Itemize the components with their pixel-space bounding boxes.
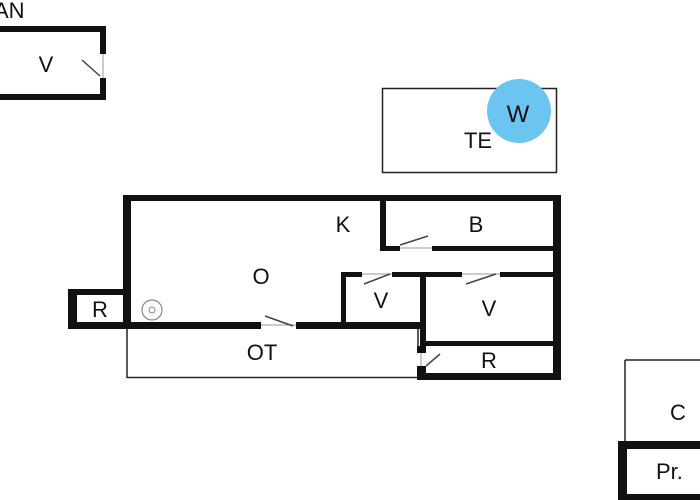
bed1-wall-left [341,272,346,326]
storage-l-wall-bottom [68,322,128,329]
room-b-label: B [469,212,484,237]
bath-wall-bottom-left [380,246,400,251]
house-wall-top [123,195,561,201]
closet-r-door [425,353,441,367]
storage-l-wall-left [68,289,77,329]
outbuilding-wall-right-upper [100,26,106,54]
main-house: O K B V V R OT R [68,195,561,380]
living-wall-bottom-right [296,322,426,329]
spa-circle [487,79,551,143]
outbuilding: AN V [0,0,106,100]
bed2-door [465,273,497,285]
spa-label: W [507,101,530,128]
room-v2-label: V [482,296,497,321]
storage-l-wall-top [68,289,128,295]
living-door [264,315,294,327]
house-wall-right [553,195,561,380]
terrace: W TE [381,79,558,174]
room-c-label: C [670,400,686,425]
room-k-label: K [336,212,351,237]
room-ot-label: OT [247,340,278,365]
bath-wall-bottom-right [432,246,557,251]
living-wall-bottom-left [123,322,261,329]
room-r-left-label: R [92,297,108,322]
cutoff-heading: AN [0,0,25,23]
terrace-label: TE [464,128,492,153]
bed1-door [363,273,391,285]
house-wall-bottom-right [417,373,561,380]
outbuilding-wall-right-lower [100,78,106,100]
fireplace-icon [141,299,163,321]
outbuilding-wall-bottom [0,94,106,100]
closet-r-wall-left-lower [417,366,426,380]
right-building: C Pr. [618,359,700,500]
rb-wall-left-lower [618,441,627,500]
rb-wall-bottom [618,494,700,500]
house-wall-left [123,195,131,329]
room-v1-label: V [374,288,389,313]
outbuilding-door [81,59,101,77]
bed2-wall-bottom [420,341,557,346]
room-pr-label: Pr. [656,459,683,484]
rb-wall-mid [618,441,700,449]
bath-door [399,235,429,246]
bath-wall-left [380,195,386,249]
bed-divider [420,272,426,346]
terrace-outline [381,87,558,174]
room-r-right-label: R [481,348,497,373]
outbuilding-room-label: V [39,52,54,77]
bed-wall-top-c [500,272,557,277]
bed-wall-top-b [392,272,462,277]
outbuilding-wall-top [0,26,106,32]
closet-r-wall-left-upper [417,346,426,353]
room-o-label: O [252,264,269,289]
bed-wall-top-a [342,272,362,277]
